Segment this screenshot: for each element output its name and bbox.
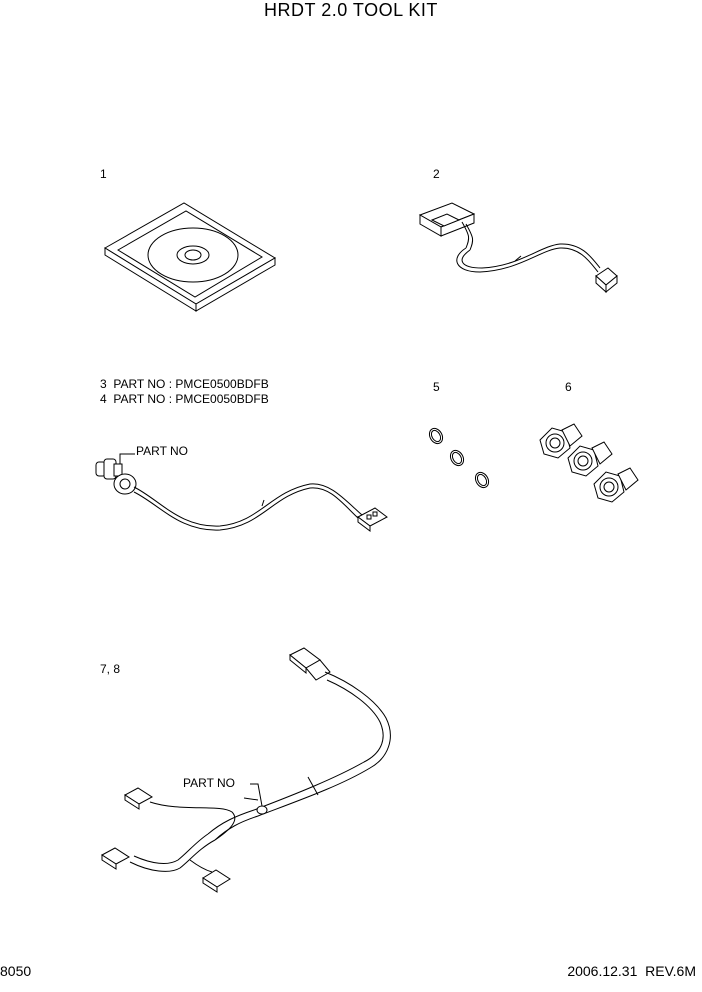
o-rings-illustration xyxy=(428,427,490,489)
item-5-label: 5 xyxy=(433,380,440,394)
harness-part-no-callout: PART NO xyxy=(183,776,236,790)
pressure-sensor-illustration xyxy=(95,453,388,532)
sensor-part-no-callout: PART NO xyxy=(136,444,189,458)
revision-date: 2006.12.31 REV.6M xyxy=(567,963,696,979)
page-number: 8050 xyxy=(0,963,32,979)
item-3-label: 3 PART NO : PMCE0500BDFB xyxy=(100,377,269,391)
item-6-label: 6 xyxy=(565,380,572,394)
wiring-harness-illustration xyxy=(101,647,391,893)
item-4-label: 4 PART NO : PMCE0050BDFB xyxy=(100,392,269,406)
adapters-illustration xyxy=(539,423,639,503)
item-1-label: 1 xyxy=(100,167,107,181)
page-title: HRDT 2.0 TOOL KIT xyxy=(264,0,438,20)
item-7-8-label: 7, 8 xyxy=(100,662,121,676)
serial-cable-illustration xyxy=(418,202,618,294)
software-cd-illustration xyxy=(104,202,276,312)
item-2-label: 2 xyxy=(433,167,440,181)
